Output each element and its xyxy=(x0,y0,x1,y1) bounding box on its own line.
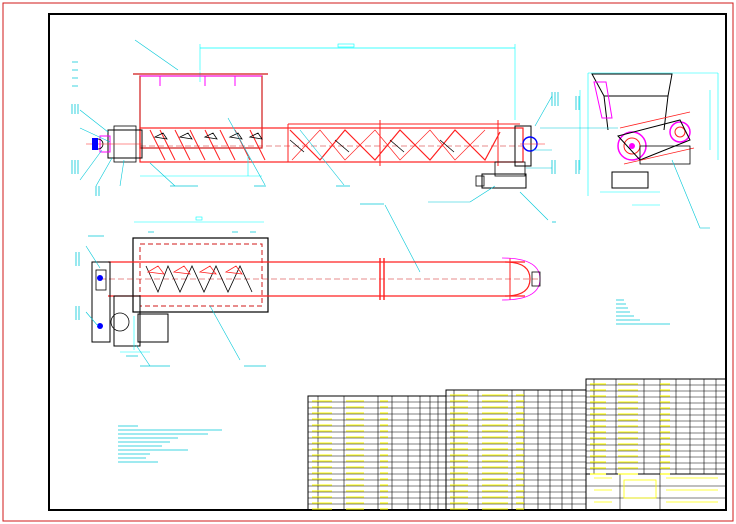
parts-list-table-3 xyxy=(585,378,727,475)
technical-notes-left xyxy=(118,425,222,463)
parts-list-table-2 xyxy=(445,389,587,511)
technical-notes-right xyxy=(616,299,670,325)
side-elevation-view xyxy=(540,72,719,229)
front-elevation-view xyxy=(71,39,559,273)
title-block xyxy=(585,473,727,511)
plan-view xyxy=(75,216,541,367)
parts-list-text xyxy=(312,383,670,510)
